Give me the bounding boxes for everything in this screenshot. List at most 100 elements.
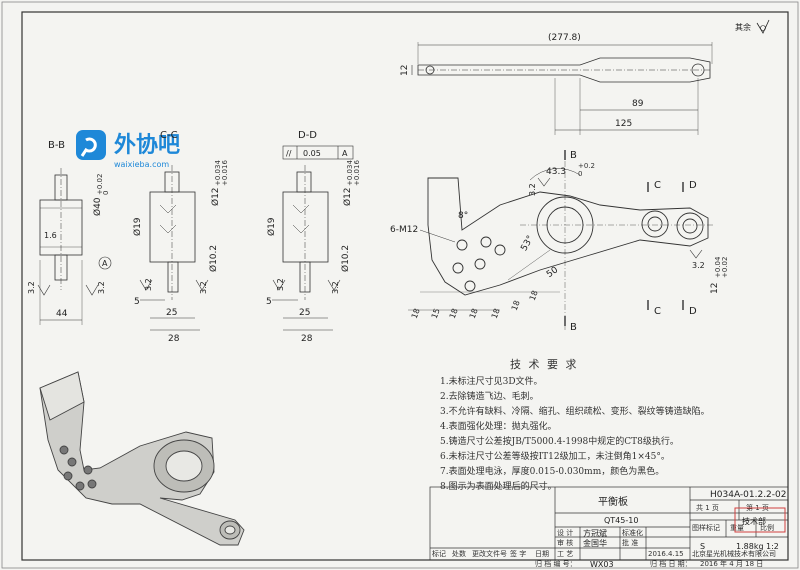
dd-w25: 25 bbox=[299, 308, 310, 318]
tech-req-title: 技 术 要 求 bbox=[510, 358, 579, 371]
dd-w28: 28 bbox=[301, 334, 313, 344]
dim-15: 15 bbox=[430, 307, 442, 320]
tech-req-item: 2.去除铸造飞边、毛刺。 bbox=[440, 390, 539, 402]
cc-w28: 28 bbox=[168, 334, 180, 344]
dim-18-a: 18 bbox=[410, 307, 422, 320]
tech-req-item: 6.未标注尺寸公差等级按IT12级加工，未注倒角1×45°。 bbox=[440, 450, 670, 462]
cc-tol-lower: +0.016 bbox=[221, 160, 229, 186]
dim-total-length: (277.8) bbox=[548, 33, 581, 43]
dd-dia12: Ø12 bbox=[342, 187, 353, 206]
rev-count: 处数 bbox=[452, 549, 466, 558]
dim-18-c: 18 bbox=[468, 307, 480, 320]
tech-req-item: 1.未标注尺寸见3D文件。 bbox=[440, 375, 543, 387]
dim-125: 125 bbox=[615, 119, 632, 129]
cc-dia19: Ø19 bbox=[132, 217, 143, 236]
section-c-bottom: C bbox=[654, 306, 661, 317]
cc-w5: 5 bbox=[134, 297, 140, 307]
role-craft: 工 艺 bbox=[557, 550, 573, 558]
rev-date: 日期 bbox=[535, 550, 549, 558]
role-standard: 标准化 bbox=[622, 528, 643, 537]
bb-diameter: Ø40 bbox=[92, 197, 103, 216]
dd-tol-symbol: // bbox=[286, 149, 292, 158]
role-approve: 批 准 bbox=[622, 538, 638, 547]
dd-rough-b: 3.2 bbox=[331, 281, 340, 294]
tech-req-item: 7.表面处理电泳，厚度0.015-0.030mm，颜色为黑色。 bbox=[440, 465, 664, 477]
section-dd-label: D-D bbox=[298, 130, 317, 141]
dim-18-f: 18 bbox=[528, 289, 540, 302]
tech-req-item: 3.不允许有缺料、冷隔、缩孔、组织疏松、变形、裂纹等铸造缺陷。 bbox=[440, 405, 710, 417]
dim-89: 89 bbox=[632, 99, 644, 109]
inner-border bbox=[21, 11, 789, 561]
cc-rough-a: 3.2 bbox=[144, 278, 153, 291]
role-design: 设 计 bbox=[557, 528, 573, 537]
scale: 1:2 bbox=[766, 542, 779, 551]
tech-req-item: 8.图示为表面处理后的尺寸。 bbox=[440, 480, 557, 492]
archive-date-label: 归 档 日 期： bbox=[650, 559, 692, 568]
signature-design: 方冠斌 bbox=[583, 528, 607, 538]
section-d-bottom: D bbox=[689, 306, 697, 317]
angle-53: 53° bbox=[519, 234, 536, 253]
role-check: 审 核 bbox=[557, 538, 573, 547]
logo-name: 外协吧 bbox=[114, 132, 180, 158]
isometric-view bbox=[39, 371, 245, 546]
main-view bbox=[408, 150, 715, 330]
label-drawing-mark: 图样标记 bbox=[692, 523, 720, 532]
svg-text:其余: 其余 bbox=[735, 22, 751, 32]
section-c-top: C bbox=[654, 180, 661, 191]
dd-dia10: Ø10.2 bbox=[340, 245, 351, 272]
drawing-number: H034A-01.2.2-02 bbox=[710, 490, 786, 500]
section-bb-label: B-B bbox=[48, 140, 65, 151]
cc-dia10: Ø10.2 bbox=[208, 245, 219, 272]
dim-18-d: 18 bbox=[490, 307, 502, 320]
logo-domain: waixieba.com bbox=[114, 160, 169, 169]
dim-thickness: 12 bbox=[400, 65, 410, 76]
dim-radius-43: 43.3 bbox=[546, 167, 566, 177]
dd-rough-a: 3.2 bbox=[276, 278, 285, 291]
section-b-top: B bbox=[570, 150, 577, 161]
angle-8: 8° bbox=[458, 211, 468, 221]
dd-tol-value: 0.05 bbox=[303, 149, 321, 158]
dim-18-b: 18 bbox=[448, 307, 460, 320]
total-pages: 共 1 页 bbox=[696, 503, 719, 512]
stamp-text: 技术部 bbox=[742, 516, 766, 526]
drawing-mark: S bbox=[700, 542, 705, 551]
dd-tol-upper: +0.034 bbox=[346, 160, 354, 186]
section-cc bbox=[139, 165, 209, 331]
archive-number: WX03 bbox=[590, 560, 614, 569]
dd-tolerance-frame bbox=[282, 145, 354, 160]
dim-18-e: 18 bbox=[510, 299, 522, 312]
company-name: 北京星光机械技术有限公司 bbox=[692, 549, 776, 558]
dim-12-main: 12 bbox=[710, 283, 720, 294]
rev-sign: 签 字 bbox=[510, 549, 526, 558]
bb-roughness-value: 1.6 bbox=[44, 231, 57, 240]
section-b-bottom: B bbox=[570, 322, 577, 333]
tech-requirements: 技 术 要 求 1.未标注尺寸见3D文件。 2.去除铸造飞边、毛刺。 3.不允许… bbox=[440, 358, 710, 492]
bb-rough-right: 3.2 bbox=[97, 281, 106, 294]
weight: 1.88kg bbox=[736, 542, 764, 551]
material: QT45-10 bbox=[604, 516, 638, 525]
logo: 外协吧 waixieba.com bbox=[76, 130, 180, 169]
tech-req-item: 5.铸造尺寸公差按JB/T5000.4-1998中规定的CT8级执行。 bbox=[440, 435, 679, 447]
section-bb bbox=[37, 168, 112, 325]
bb-rough-left: 3.2 bbox=[27, 281, 36, 294]
bb-datum: A bbox=[102, 259, 108, 268]
cc-dia12: Ø12 bbox=[210, 187, 221, 206]
top-view bbox=[411, 42, 713, 135]
radius-tol-lower: 0 bbox=[578, 170, 582, 178]
dd-w5: 5 bbox=[266, 297, 272, 307]
thread-holes: 6-M12 bbox=[390, 225, 418, 235]
archive-number-label: 归 档 编 号： bbox=[535, 559, 577, 568]
cc-tol-upper: +0.034 bbox=[214, 160, 222, 186]
section-dd bbox=[272, 165, 341, 331]
dim-12-tol-lower: +0.02 bbox=[721, 257, 729, 278]
roughness-note: 其余 bbox=[735, 19, 770, 34]
part-name: 平衡板 bbox=[598, 495, 628, 508]
bb-tol-upper: +0.02 bbox=[96, 174, 104, 195]
dd-dia19: Ø19 bbox=[266, 217, 277, 236]
rev-zone: 更改文件号 bbox=[472, 549, 507, 558]
main-rough-1: 3.2 bbox=[528, 183, 537, 196]
section-d-top: D bbox=[689, 180, 697, 191]
archive-date: 2016 年 4 月 18 日 bbox=[700, 559, 763, 568]
